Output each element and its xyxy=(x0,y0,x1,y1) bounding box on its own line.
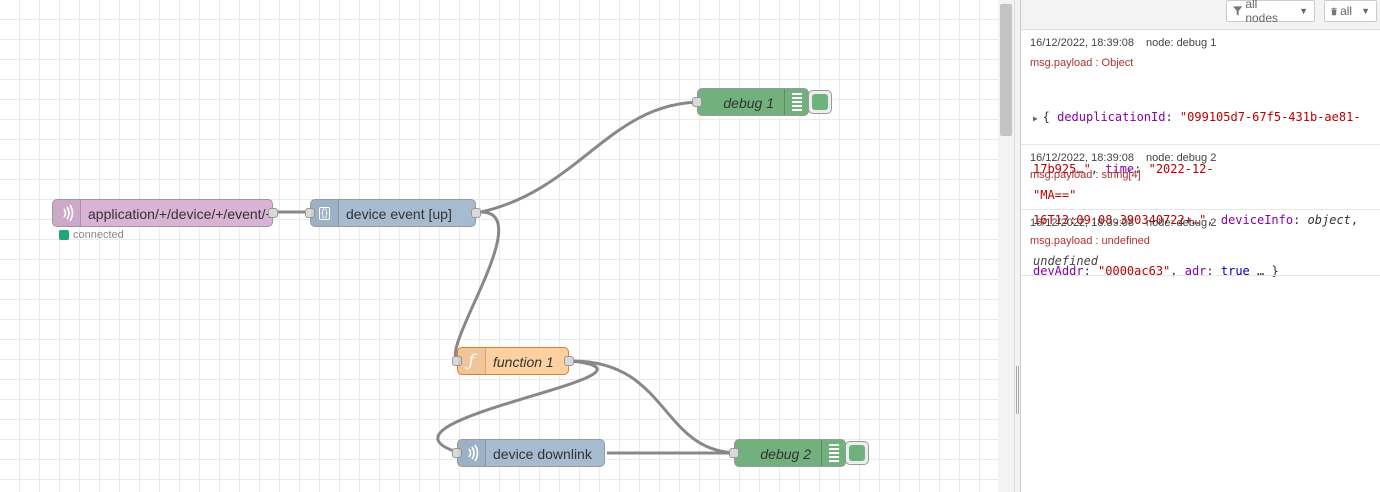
workspace-scrollbar-thumb[interactable] xyxy=(1000,4,1012,136)
mqtt-out-node[interactable]: device downlink xyxy=(452,439,605,467)
output-port[interactable] xyxy=(471,208,481,218)
mqtt-in-status: connected xyxy=(59,229,124,241)
message-object-value[interactable]: ▶ { deduplicationId: "099105d7-67f5-431b… xyxy=(1033,75,1361,314)
filter-icon xyxy=(1233,6,1243,16)
caret-down-icon: ▼ xyxy=(1361,6,1370,16)
function-1-node[interactable]: ƒ function 1 xyxy=(452,347,574,375)
message-time: 16/12/2022, 18:39:08 xyxy=(1030,152,1134,164)
object-line: 16T13:09:08.390340722+…", deviceInfo: ob… xyxy=(1033,213,1359,227)
output-port[interactable] xyxy=(564,356,574,366)
input-port[interactable] xyxy=(452,356,462,366)
object-line: devAddr: "0000ac63", adr: true … } xyxy=(1033,264,1279,278)
status-text: connected xyxy=(73,229,124,241)
object-line: ▶ { deduplicationId: "099105d7-67f5-431b… xyxy=(1033,110,1361,124)
input-port[interactable] xyxy=(452,448,462,458)
message-time: 16/12/2022, 18:39:08 xyxy=(1030,217,1134,229)
object-line: 17b925…", time: "2022-12- xyxy=(1033,162,1214,176)
filter-label: all nodes xyxy=(1245,0,1279,25)
input-port[interactable] xyxy=(692,97,702,107)
json-node-label: device event [up] xyxy=(346,206,452,222)
debug-list-icon xyxy=(784,89,808,115)
connected-status-icon xyxy=(59,230,69,240)
splitter-grip-icon[interactable] xyxy=(1016,366,1019,414)
json-node[interactable]: {} device event [up] xyxy=(305,199,481,227)
debug-1-node[interactable]: debug 1 xyxy=(692,88,809,116)
filter-nodes-dropdown[interactable]: all nodes ▼ xyxy=(1226,0,1315,25)
mqtt-out-label: device downlink xyxy=(493,446,592,462)
message-path[interactable]: msg.payload : Object xyxy=(1030,57,1134,69)
wire-json-to-function1[interactable] xyxy=(453,210,501,363)
debug-1-toggle-button[interactable] xyxy=(808,90,832,114)
debug-message: 16/12/2022, 18:39:08 node: debug 1 msg.pa… xyxy=(1021,30,1380,278)
sidebar-splitter[interactable] xyxy=(1014,0,1021,492)
debug-toolbar: all nodes ▼ all ▼ xyxy=(1021,0,1380,30)
wire-function1-to-mqtt-out[interactable] xyxy=(436,359,599,455)
mqtt-icon xyxy=(458,440,486,466)
message-meta: 16/12/2022, 18:39:08 node: debug 2 xyxy=(1030,217,1216,229)
message-meta: 16/12/2022, 18:39:08 node: debug 1 xyxy=(1030,37,1216,49)
message-string-value[interactable]: "MA==" xyxy=(1033,188,1077,202)
function-1-label: function 1 xyxy=(493,354,554,370)
output-port[interactable] xyxy=(268,208,278,218)
trash-icon xyxy=(1331,7,1338,15)
message-undefined-value[interactable]: undefined xyxy=(1033,254,1099,268)
message-path[interactable]: msg.payload : undefined xyxy=(1030,235,1150,247)
message-node[interactable]: node: debug 2 xyxy=(1145,217,1217,229)
debug-message: 16/12/2022, 18:39:08 node: debug 2 msg.pa… xyxy=(1021,145,1380,210)
json-icon: {} xyxy=(311,200,339,226)
message-node[interactable]: node: debug 1 xyxy=(1145,37,1217,49)
wire-json-to-debug1[interactable] xyxy=(480,100,703,214)
message-node[interactable]: node: debug 2 xyxy=(1145,152,1217,164)
debug-message: 16/12/2022, 18:39:08 node: debug 2 msg.pa… xyxy=(1021,210,1380,276)
mqtt-in-node[interactable]: application/+/device/+/event/+ xyxy=(52,199,278,227)
mqtt-in-label: application/+/device/+/event/+ xyxy=(88,206,274,222)
debug-2-node[interactable]: debug 2 xyxy=(729,439,846,467)
debug-sidebar: all nodes ▼ all ▼ 16/12/2022, 18:39:08 no… xyxy=(1021,0,1380,492)
message-meta: 16/12/2022, 18:39:08 node: debug 2 xyxy=(1030,152,1216,164)
function-icon: ƒ xyxy=(458,348,486,374)
clear-label: all xyxy=(1340,4,1353,18)
mqtt-icon xyxy=(53,200,81,226)
debug-1-label: debug 1 xyxy=(723,95,774,111)
message-time: 16/12/2022, 18:39:08 xyxy=(1030,37,1134,49)
input-port[interactable] xyxy=(729,448,739,458)
message-path[interactable]: msg.payload : string[4] xyxy=(1030,169,1141,181)
debug-list-icon xyxy=(821,440,845,466)
input-port[interactable] xyxy=(305,208,315,218)
flow-workspace[interactable]: application/+/device/+/event/+ connected… xyxy=(0,0,1000,492)
flow-wires xyxy=(278,100,740,455)
clear-messages-dropdown[interactable]: all ▼ xyxy=(1324,0,1377,22)
wire-function1-to-debug2[interactable] xyxy=(571,359,740,455)
debug-2-label: debug 2 xyxy=(760,446,811,462)
caret-down-icon: ▼ xyxy=(1299,6,1308,16)
expand-caret-icon[interactable]: ▶ xyxy=(1033,114,1043,123)
debug-2-toggle-button[interactable] xyxy=(845,441,869,465)
